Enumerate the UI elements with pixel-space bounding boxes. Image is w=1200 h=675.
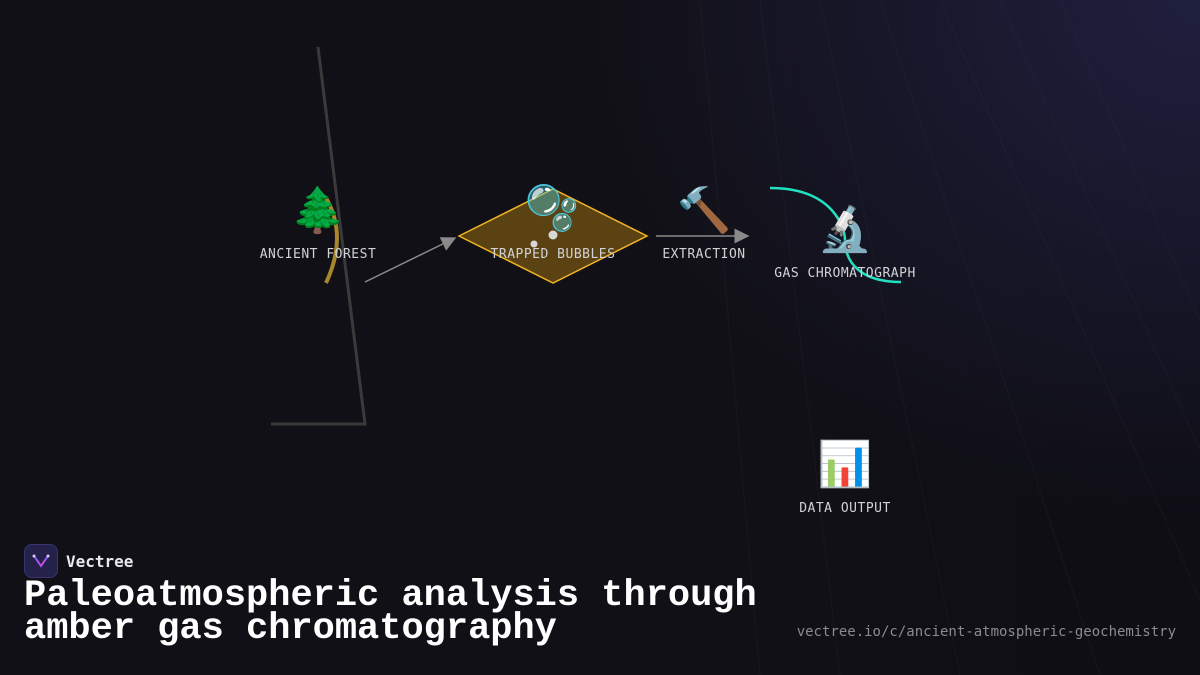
hammer-icon: 🔨: [676, 185, 732, 236]
source-url: vectree.io/c/ancient-atmospheric-geochem…: [796, 624, 1176, 640]
amber-arc: [324, 196, 339, 284]
brand-name: Vectree: [66, 551, 134, 571]
bar-chart-icon: 📊: [817, 439, 873, 490]
bubbles-icon: 🫧: [524, 183, 580, 234]
bubble-dot: [530, 240, 538, 248]
brand: Vectree: [24, 544, 133, 578]
node-label-trapped-bubbles: TRAPPED BUBBLES: [490, 247, 616, 262]
bracket-line: [271, 46, 367, 426]
node-label-gas-chromatograph: GAS CHROMATOGRAPH: [774, 266, 916, 281]
bubble-dot: [548, 230, 558, 240]
teal-arc: [769, 186, 902, 284]
node-label-data-output: DATA OUTPUT: [799, 501, 891, 516]
arrow-forest-to-bubbles: [364, 237, 457, 283]
microscope-icon: 🔬: [817, 204, 873, 255]
page-title: Paleoatmospheric analysis through amber …: [24, 575, 757, 650]
vectree-logo-icon: [24, 544, 58, 578]
node-label-ancient-forest: ANCIENT FOREST: [259, 247, 377, 262]
node-label-extraction: EXTRACTION: [662, 247, 746, 262]
tree-icon: 🌲: [290, 185, 346, 236]
